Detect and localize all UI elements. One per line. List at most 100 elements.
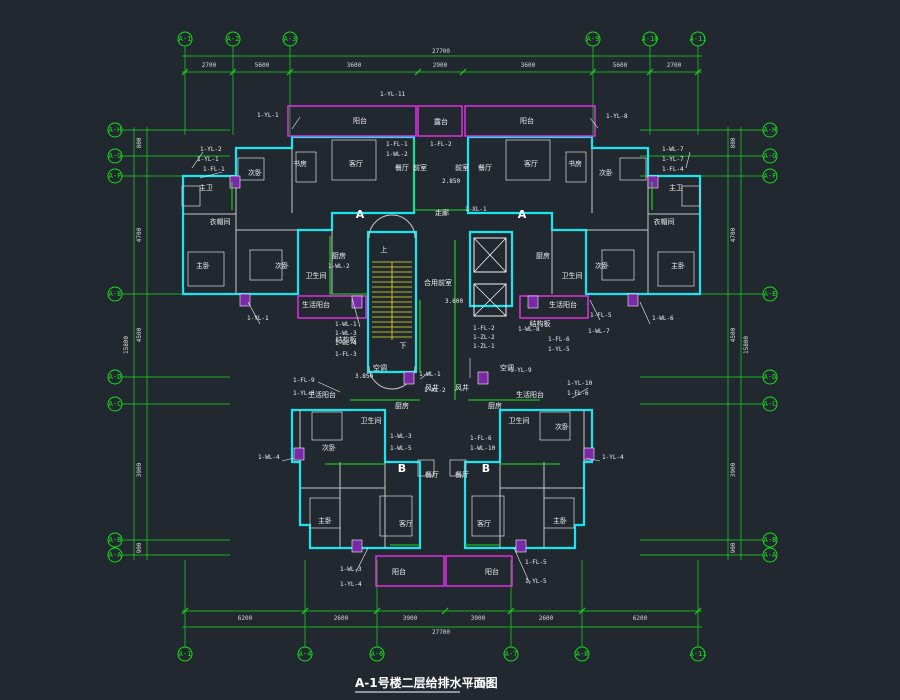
pipe-tag[interactable]: 1-FL-1 <box>386 141 408 148</box>
room-label: 主卧 <box>553 516 567 525</box>
room-label: 餐厅 <box>395 163 409 172</box>
pipe-tag[interactable]: 1-XL-2 <box>424 387 446 394</box>
axis-bubble[interactable]: A-4 <box>297 646 313 662</box>
room-label: 主卫 <box>199 183 213 192</box>
pipe-tag[interactable]: 1-FL-2 <box>473 325 495 332</box>
axis-bubble[interactable]: A-8 <box>574 646 590 662</box>
pipe-tag[interactable]: 1-FL-5 <box>525 559 547 566</box>
pipe-tag[interactable]: 1-XL-1 <box>465 206 487 213</box>
pipe-tag[interactable]: 1-WL-3 <box>340 566 362 573</box>
tag-leader <box>513 547 531 585</box>
pipe-tag[interactable]: 1-WL-4 <box>258 454 280 461</box>
pipe-tag[interactable]: 1-WL-10 <box>470 445 496 452</box>
axis-bubble[interactable]: A-11 <box>690 646 707 662</box>
pipe-tag[interactable]: 1-FL-1 <box>203 166 225 173</box>
tag-leader <box>351 297 361 328</box>
room-label: 次卧 <box>248 168 262 177</box>
axis-bubble[interactable]: A-B <box>107 532 123 548</box>
furniture-outline <box>249 249 283 281</box>
axis-bubble[interactable]: A-9 <box>585 31 601 47</box>
pipe-tag[interactable]: 1-YL-5 <box>525 578 547 585</box>
fixture-block <box>229 175 241 189</box>
axis-bubble[interactable]: A-F <box>762 168 778 184</box>
pipe-tag[interactable]: 1-FL-6 <box>567 390 589 397</box>
pipe-tag[interactable]: 1-WL-2 <box>386 151 408 158</box>
room-label: 前室 <box>413 163 427 172</box>
axis-bubble[interactable]: A-6 <box>369 646 385 662</box>
pipe-tag[interactable]: 1-YL-1 <box>197 156 219 163</box>
furniture-outline <box>331 139 377 181</box>
pipe-tag[interactable]: 1-YL-5 <box>548 346 570 353</box>
pipe-tag[interactable]: 1-YL-2 <box>200 146 222 153</box>
axis-bubble[interactable]: A-1 <box>177 646 193 662</box>
pipe-tag[interactable]: 1-WL-2 <box>328 263 350 270</box>
axis-bubble[interactable]: A-2 <box>225 31 241 47</box>
pipe-tag[interactable]: 1-YL-1 <box>247 315 269 322</box>
axis-bubble[interactable]: A-10 <box>642 31 659 47</box>
axis-bubble[interactable]: A-F <box>107 168 123 184</box>
dimension-right: 800 <box>730 137 737 148</box>
pipe-tag[interactable]: 1-YL-4 <box>340 581 362 588</box>
pipe-tag[interactable]: 1-WL-1 <box>335 321 357 328</box>
pipe-tag[interactable]: 1-FL-5 <box>590 312 612 319</box>
balcony-outline <box>464 105 596 137</box>
pipe-tag[interactable]: 1-YL-8 <box>606 113 628 120</box>
axis-label: A-E <box>764 290 777 298</box>
pipe-tag[interactable]: 1-ZL-2 <box>473 334 495 341</box>
axis-bubble[interactable]: A-E <box>762 286 778 302</box>
pipe-tag[interactable]: 1-YL-3 <box>293 390 315 397</box>
pipe-tag[interactable]: 1-WL-8 <box>518 326 540 333</box>
axis-bubble[interactable]: A-G <box>107 148 123 164</box>
axis-bubble[interactable]: A-B <box>762 532 778 548</box>
pipe-tag[interactable]: 1-WL-3 <box>335 330 357 337</box>
pipe-tag[interactable]: 1-YL-7 <box>662 156 684 163</box>
axis-label: A-3 <box>284 35 297 43</box>
pipe-tag[interactable]: 1-YL-11 <box>380 91 406 98</box>
axis-bubble[interactable]: A-C <box>107 396 123 412</box>
furniture-outline <box>181 185 201 207</box>
axis-bubble[interactable]: A-H <box>762 122 778 138</box>
pipe-tag[interactable]: 1-WL-3 <box>390 433 412 440</box>
pipe-tag[interactable]: 1-YL-4 <box>602 454 624 461</box>
axis-bubble[interactable]: A-11 <box>690 31 707 47</box>
pipe-tag[interactable]: 1-FL-9 <box>293 377 315 384</box>
wall-outline <box>463 408 594 550</box>
pipe-tag[interactable]: 1-FL-2 <box>430 141 452 148</box>
pipe-tag[interactable]: 1-WL-7 <box>662 146 684 153</box>
pipe-tag[interactable]: 1-FL-4 <box>662 166 684 173</box>
furniture-outline <box>681 185 701 207</box>
axis-bubble[interactable]: A-A <box>107 547 123 563</box>
pipe-tag[interactable]: 1-WL-6 <box>652 315 674 322</box>
pipe-tag[interactable]: 1-WL-5 <box>390 445 412 452</box>
pipe-tag[interactable]: 1-ZL-1 <box>473 343 495 350</box>
axis-bubble[interactable]: A-7 <box>503 646 519 662</box>
axis-bubble[interactable]: A-A <box>762 547 778 563</box>
axis-bubble[interactable]: A-3 <box>282 31 298 47</box>
room-label: 主卧 <box>671 261 685 270</box>
axis-bubble[interactable]: A-D <box>107 369 123 385</box>
room-label: 生活阳台 <box>308 390 336 399</box>
pipe-tag[interactable]: 1-FL-6 <box>548 336 570 343</box>
dimension-tick <box>589 68 597 76</box>
axis-bubble[interactable]: A-C <box>762 396 778 412</box>
plan-linework <box>181 105 702 587</box>
dimension-tick <box>181 607 189 615</box>
axis-bubble[interactable]: A-1 <box>177 31 193 47</box>
axis-bubble[interactable]: A-H <box>107 122 123 138</box>
pipe-tag[interactable]: 1-FL-3 <box>335 351 357 358</box>
pipe-tag[interactable]: 1-YL-1 <box>257 112 279 119</box>
pipe-tag[interactable]: 1-WL-7 <box>588 328 610 335</box>
room-label: 客厅 <box>477 519 491 528</box>
pipe-tag[interactable]: 1-WL-1 <box>419 371 441 378</box>
dimension-tick <box>373 607 381 615</box>
axis-bubble[interactable]: A-G <box>762 148 778 164</box>
pipe-tag[interactable]: 1-YL-9 <box>510 367 532 374</box>
axis-bubble[interactable]: A-D <box>762 369 778 385</box>
pipe-tag[interactable]: 1-FL-6 <box>470 435 492 442</box>
pipe-tag[interactable]: 1-YL-10 <box>567 380 593 387</box>
axis-bubble[interactable]: A-E <box>107 286 123 302</box>
room-label: 次卧 <box>599 168 613 177</box>
pipe-tag[interactable]: 1-WL-4 <box>335 340 357 347</box>
fixture-block <box>293 447 305 461</box>
axis-bubbles-bottom: A-1 A-4 A-6 A-7 A-8 A-11 <box>177 646 707 662</box>
